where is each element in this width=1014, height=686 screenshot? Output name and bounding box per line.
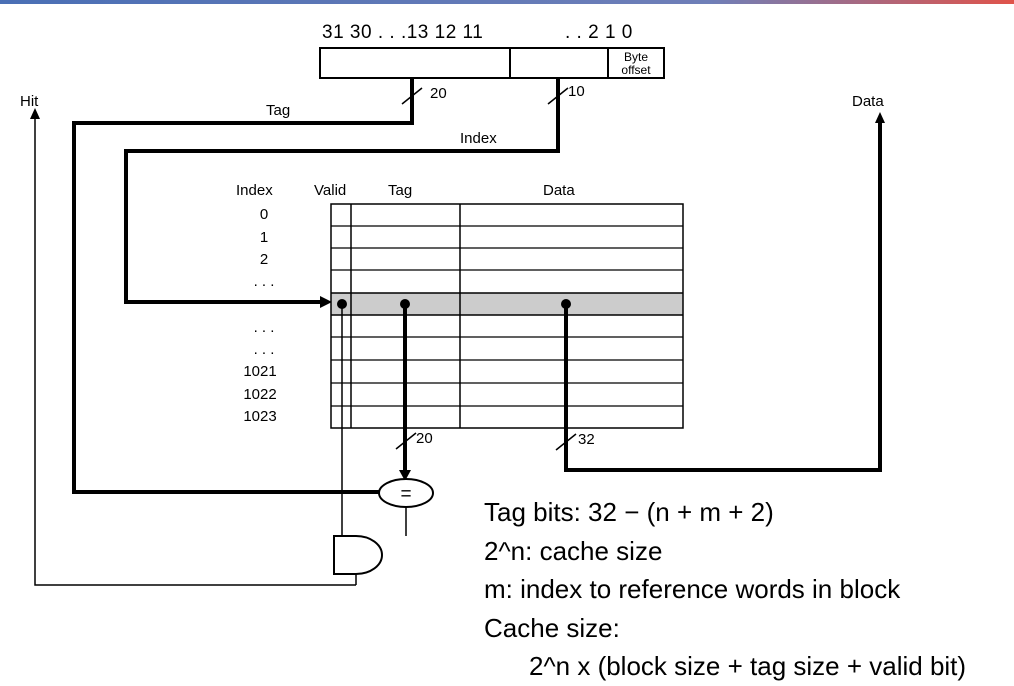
tag-wire xyxy=(72,78,414,494)
data-out-width-label: 32 xyxy=(578,431,595,448)
tag-width-label: 20 xyxy=(430,85,447,102)
data-label: Data xyxy=(852,93,884,110)
row-label: . . . xyxy=(254,341,275,358)
row-label: . . . xyxy=(254,273,275,290)
data-out-slash xyxy=(555,433,577,451)
hit-arrowhead xyxy=(30,108,40,119)
row-label: 0 xyxy=(260,206,268,223)
row-labels: 0 1 2 . . . . . . . . . 1021 1022 1023 xyxy=(243,206,276,425)
comparator-symbol: = xyxy=(400,484,411,505)
row-label: 1023 xyxy=(243,408,276,425)
tag-label: Tag xyxy=(266,102,290,119)
index-width-slash xyxy=(547,87,569,105)
note-tag-bits: Tag bits: 32 − (n + m + 2) xyxy=(484,497,774,527)
header-data: Data xyxy=(543,182,575,199)
index-path: 10 Index xyxy=(124,78,585,308)
index-wire xyxy=(124,78,560,304)
byte-offset-label-2: offset xyxy=(621,63,651,77)
data-path: 32 Data xyxy=(555,93,885,472)
hit-label: Hit xyxy=(20,93,39,110)
tag-path: 20 Tag xyxy=(72,78,447,494)
note-cache-size-title: Cache size: xyxy=(484,612,620,643)
address-box xyxy=(319,47,665,79)
row-label: 1 xyxy=(260,229,268,246)
tag-out-arrowhead xyxy=(399,470,411,481)
and-gate xyxy=(333,535,383,585)
row-label: 2 xyxy=(260,251,268,268)
comparator: = xyxy=(378,478,434,536)
note-m-index: m: index to reference words in block xyxy=(484,574,901,604)
note-cache-size-formula: 2^n x (block size + tag size + valid bit… xyxy=(529,651,967,681)
table-outline xyxy=(330,203,684,429)
bit-positions-right: . . 2 1 0 xyxy=(565,22,633,43)
header-tag: Tag xyxy=(388,182,412,199)
row-label: . . . xyxy=(254,319,275,336)
hit-path: Hit xyxy=(20,93,356,586)
slide-top-border xyxy=(0,0,1014,4)
tag-out-slash xyxy=(395,432,417,450)
data-arrowhead xyxy=(875,112,885,123)
bit-positions-left: 31 30 . . .13 12 11 xyxy=(322,22,483,43)
table-headers: Index Valid Tag Data xyxy=(236,182,575,199)
index-width-label: 10 xyxy=(568,83,585,100)
tag-width-slash xyxy=(401,87,423,105)
note-cache-size-n: 2^n: cache size xyxy=(484,535,663,566)
address-register: 31 30 . . .13 12 11 . . 2 1 0 Byte offse… xyxy=(319,22,665,79)
byte-offset-label-1: Byte xyxy=(624,50,648,64)
index-label: Index xyxy=(460,130,497,147)
cache-table xyxy=(330,203,684,429)
header-index: Index xyxy=(236,182,273,199)
hit-wire xyxy=(34,116,356,586)
valid-path xyxy=(337,299,347,538)
header-valid: Valid xyxy=(314,182,346,199)
tag-out-path: 20 xyxy=(395,299,433,481)
notes: Tag bits: 32 − (n + m + 2) 2^n: cache si… xyxy=(484,493,1014,686)
index-arrowhead xyxy=(320,296,332,308)
tag-out-width-label: 20 xyxy=(416,430,433,447)
row-label: 1022 xyxy=(243,386,276,403)
selected-row-highlight xyxy=(331,293,683,315)
row-label: 1021 xyxy=(243,363,276,380)
data-wire xyxy=(564,122,882,472)
